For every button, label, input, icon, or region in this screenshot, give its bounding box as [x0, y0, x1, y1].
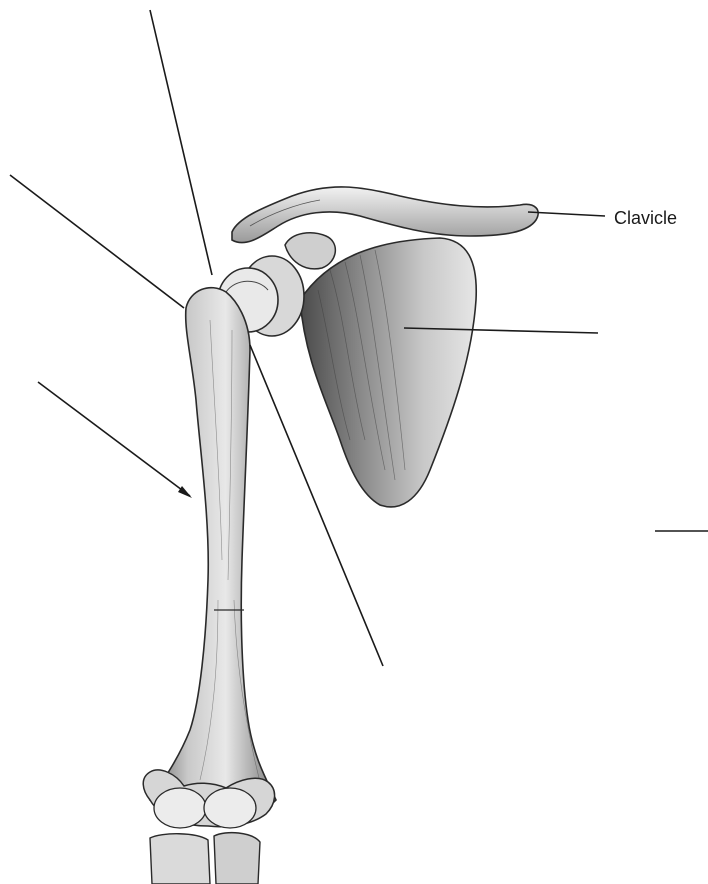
- leader-line-clavicle: [528, 212, 605, 216]
- scapula: [300, 238, 476, 507]
- humerus: [150, 288, 276, 814]
- clavicle-bone: [232, 187, 538, 243]
- leader-line-1: [150, 10, 212, 275]
- leader-line-2: [10, 175, 184, 308]
- forearm-bones: [150, 834, 210, 884]
- acromion: [285, 233, 335, 269]
- clavicle-label: Clavicle: [614, 208, 677, 229]
- leader-line-3: [38, 382, 190, 496]
